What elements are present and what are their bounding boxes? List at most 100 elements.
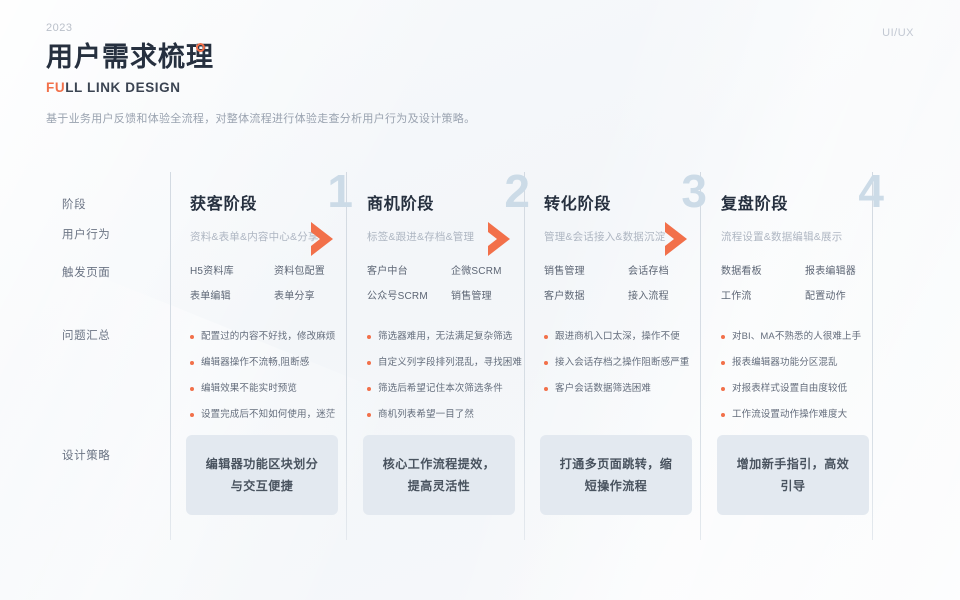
problem-text: 对BI、MA不熟悉的人很难上手 <box>732 331 862 342</box>
page-title: 用户需求梳理 <box>46 42 214 72</box>
problem-text: 客户会话数据筛选困难 <box>555 383 652 394</box>
problem-item: 对报表样式设置自由度较低 <box>721 382 893 395</box>
page-description: 基于业务用户反馈和体验全流程，对整体流程进行体验走查分析用户行为及设计策略。 <box>46 113 476 125</box>
bullet-icon <box>721 334 725 339</box>
page-row: 公众号SCRM 销售管理 <box>367 287 535 302</box>
problem-item: 报表编辑器功能分区混乱 <box>721 356 893 369</box>
page-item[interactable]: 数据看板 <box>721 266 762 277</box>
stage-column-4: 4 复盘阶段 流程设置&数据编辑&展示 数据看板 报表编辑器 工作流 配置动作 … <box>711 0 891 600</box>
column-divider <box>170 172 171 540</box>
strategy-text: 编辑器功能区块划分与交互便捷 <box>205 457 319 493</box>
bullet-icon <box>190 386 194 391</box>
page-row: 客户中台 企微SCRM <box>367 262 535 277</box>
stage-behavior: 标签&跟进&存档&管理 <box>367 231 475 243</box>
problem-item: 对BI、MA不熟悉的人很难上手 <box>721 330 893 343</box>
problem-text: 商机列表希望一目了然 <box>378 409 475 420</box>
stage-title: 获客阶段 <box>190 196 258 213</box>
bullet-icon <box>190 360 194 365</box>
stage-behavior: 流程设置&数据编辑&展示 <box>721 231 843 243</box>
page-item[interactable]: 会话存档 <box>628 266 669 277</box>
problem-text: 自定义列字段排列混乱，寻找困难 <box>378 357 523 368</box>
column-divider <box>346 172 347 540</box>
stage-problems: 筛选器难用，无法满足复杂筛选 自定义列字段排列混乱，寻找困难 筛选后希望记住本次… <box>367 330 539 434</box>
page-item[interactable]: 客户数据 <box>544 291 585 302</box>
stage-pages: 客户中台 企微SCRM 公众号SCRM 销售管理 <box>367 262 535 312</box>
problem-text: 接入会话存档之操作阻断感严重 <box>555 357 690 368</box>
bullet-icon <box>190 412 194 417</box>
problem-text: 报表编辑器功能分区混乱 <box>732 357 838 368</box>
stage-number: 2 <box>504 165 530 217</box>
flow-arrow-icon <box>665 222 691 258</box>
page-row: 表单编辑 表单分享 <box>190 287 358 302</box>
row-label-strategy: 设计策略 <box>62 450 111 462</box>
page-item[interactable]: 配置动作 <box>805 291 846 302</box>
row-label-stage: 阶段 <box>62 199 87 211</box>
page-item[interactable]: 公众号SCRM <box>367 291 428 302</box>
page-item[interactable]: 接入流程 <box>628 291 669 302</box>
problem-text: 配置过的内容不好找，修改麻烦 <box>201 331 336 342</box>
page-item[interactable]: 销售管理 <box>544 266 585 277</box>
stage-behavior: 管理&会话接入&数据沉淀 <box>544 231 666 243</box>
problem-item: 客户会话数据筛选困难 <box>544 382 716 395</box>
problem-item: 自定义列字段排列混乱，寻找困难 <box>367 356 539 369</box>
problem-text: 对报表样式设置自由度较低 <box>732 383 848 394</box>
problem-item: 编辑器操作不流畅,阻断感 <box>190 356 362 369</box>
stage-pages: 销售管理 会话存档 客户数据 接入流程 <box>544 262 712 312</box>
strategy-text: 核心工作流程提效，提高灵活性 <box>382 457 496 493</box>
column-divider <box>872 172 873 540</box>
stage-pages: 数据看板 报表编辑器 工作流 配置动作 <box>721 262 889 312</box>
year-label: 2023 <box>46 22 73 34</box>
ring-dot-icon <box>196 43 205 52</box>
flow-arrow-icon <box>488 222 514 258</box>
bullet-icon <box>721 412 725 417</box>
page-row: 数据看板 报表编辑器 <box>721 262 889 277</box>
row-label-behavior: 用户行为 <box>62 229 111 241</box>
stage-behavior: 资料&表单&内容中心&分享 <box>190 231 319 243</box>
page-item[interactable]: 报表编辑器 <box>805 266 856 277</box>
page-row: H5资料库 资料包配置 <box>190 262 358 277</box>
strategy-card[interactable]: 打通多页面跳转，缩短操作流程 <box>540 435 692 515</box>
stage-problems: 配置过的内容不好找，修改麻烦 编辑器操作不流畅,阻断感 编辑效果不能实时预览 设… <box>190 330 362 434</box>
page-subtitle: FULL LINK DESIGN <box>46 80 214 95</box>
page-item[interactable]: 表单编辑 <box>190 291 231 302</box>
page-item[interactable]: 表单分享 <box>274 291 315 302</box>
problem-item: 筛选器难用，无法满足复杂筛选 <box>367 330 539 343</box>
row-label-pages: 触发页面 <box>62 267 111 279</box>
bullet-icon <box>367 412 371 417</box>
page-item[interactable]: 工作流 <box>721 291 752 302</box>
problem-text: 工作流设置动作操作难度大 <box>732 409 848 420</box>
subtitle-rest: LL LINK DESIGN <box>65 80 181 95</box>
strategy-card[interactable]: 增加新手指引，高效引导 <box>717 435 869 515</box>
stage-number: 3 <box>681 165 707 217</box>
stage-problems: 对BI、MA不熟悉的人很难上手 报表编辑器功能分区混乱 对报表样式设置自由度较低… <box>721 330 893 434</box>
stage-problems: 跟进商机入口太深，操作不便 接入会话存档之操作阻断感严重 客户会话数据筛选困难 <box>544 330 716 408</box>
strategy-card[interactable]: 编辑器功能区块划分与交互便捷 <box>186 435 338 515</box>
problem-text: 设置完成后不知如何使用，迷茫 <box>201 409 336 420</box>
bullet-icon <box>367 386 371 391</box>
problem-item: 筛选后希望记住本次筛选条件 <box>367 382 539 395</box>
problem-item: 跟进商机入口太深，操作不便 <box>544 330 716 343</box>
stage-column-3: 3 转化阶段 管理&会话接入&数据沉淀 销售管理 会话存档 客户数据 接入流程 … <box>534 0 714 600</box>
bullet-icon <box>544 360 548 365</box>
page-item[interactable]: 客户中台 <box>367 266 408 277</box>
stage-title: 复盘阶段 <box>721 196 789 213</box>
page-row: 销售管理 会话存档 <box>544 262 712 277</box>
row-label-problems: 问题汇总 <box>62 330 111 342</box>
strategy-card[interactable]: 核心工作流程提效，提高灵活性 <box>363 435 515 515</box>
problem-item: 接入会话存档之操作阻断感严重 <box>544 356 716 369</box>
problem-item: 工作流设置动作操作难度大 <box>721 408 893 421</box>
strategy-text: 增加新手指引，高效引导 <box>736 457 850 493</box>
page-item[interactable]: 资料包配置 <box>274 266 325 277</box>
bullet-icon <box>190 334 194 339</box>
page-row: 工作流 配置动作 <box>721 287 889 302</box>
problem-item: 设置完成后不知如何使用，迷茫 <box>190 408 362 421</box>
stage-column-1: 1 获客阶段 资料&表单&内容中心&分享 H5资料库 资料包配置 表单编辑 表单… <box>180 0 360 600</box>
stage-column-2: 2 商机阶段 标签&跟进&存档&管理 客户中台 企微SCRM 公众号SCRM 销… <box>357 0 537 600</box>
problem-item: 配置过的内容不好找，修改麻烦 <box>190 330 362 343</box>
page-item[interactable]: H5资料库 <box>190 266 234 277</box>
page-item[interactable]: 销售管理 <box>451 291 492 302</box>
page-item[interactable]: 企微SCRM <box>451 266 502 277</box>
stage-pages: H5资料库 资料包配置 表单编辑 表单分享 <box>190 262 358 312</box>
